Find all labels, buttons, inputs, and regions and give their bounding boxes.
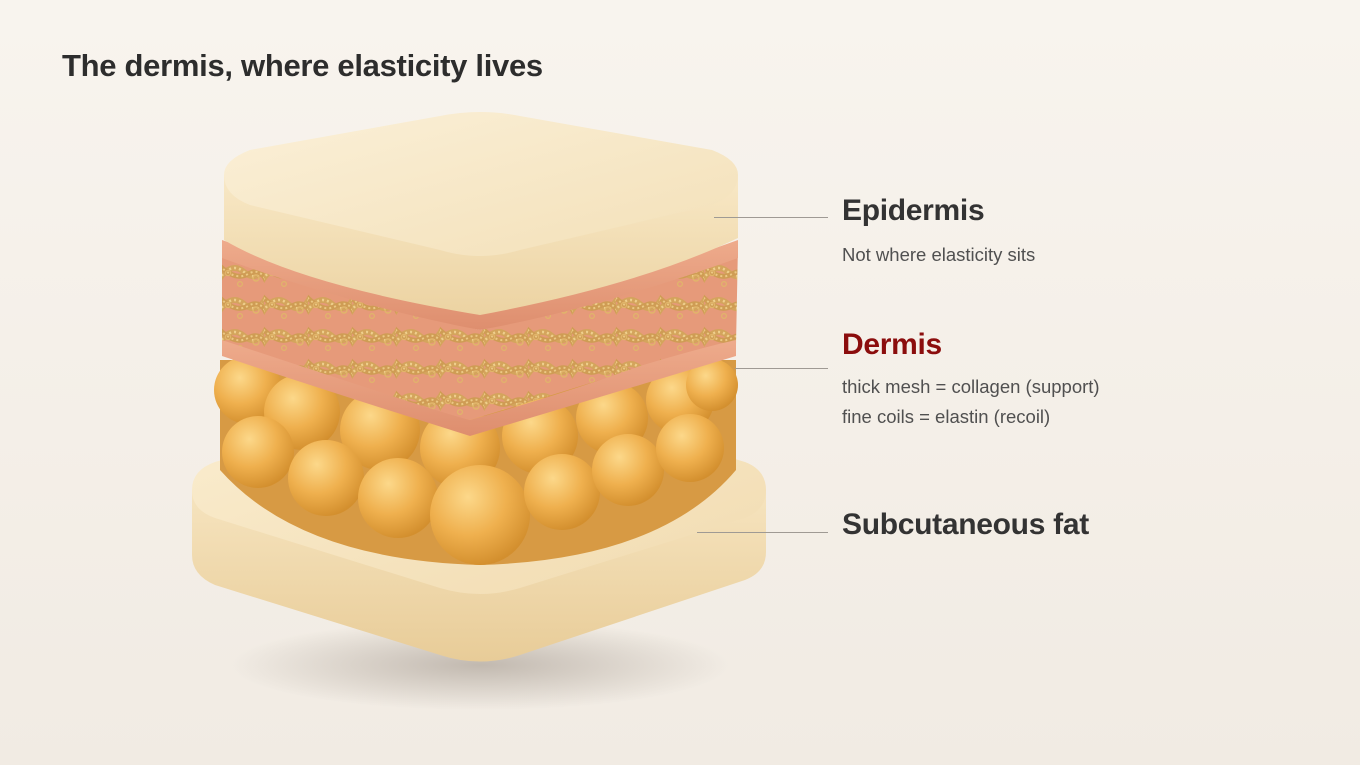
dermis-note-elastin: fine coils = elastin (recoil) <box>842 406 1051 427</box>
slide-title: The dermis, where elasticity lives <box>62 48 543 83</box>
epidermis-label: Epidermis Not where elasticity sits <box>842 194 1035 270</box>
epidermis-leader-line <box>714 217 828 218</box>
subcutaneous-fat-leader-line <box>697 532 828 533</box>
epidermis-note: Not where elasticity sits <box>842 244 1036 265</box>
dermis-label: Dermis thick mesh = collagen (support) f… <box>842 328 1100 432</box>
dermis-name: Dermis <box>842 328 942 361</box>
dermis-note-collagen: thick mesh = collagen (support) <box>842 376 1100 397</box>
dermis-leader-line <box>735 368 828 369</box>
subcutaneous-fat-name: Subcutaneous fat <box>842 508 1089 541</box>
epidermis-name: Epidermis <box>842 194 985 227</box>
subcutaneous-fat-label: Subcutaneous fat <box>842 508 1089 542</box>
